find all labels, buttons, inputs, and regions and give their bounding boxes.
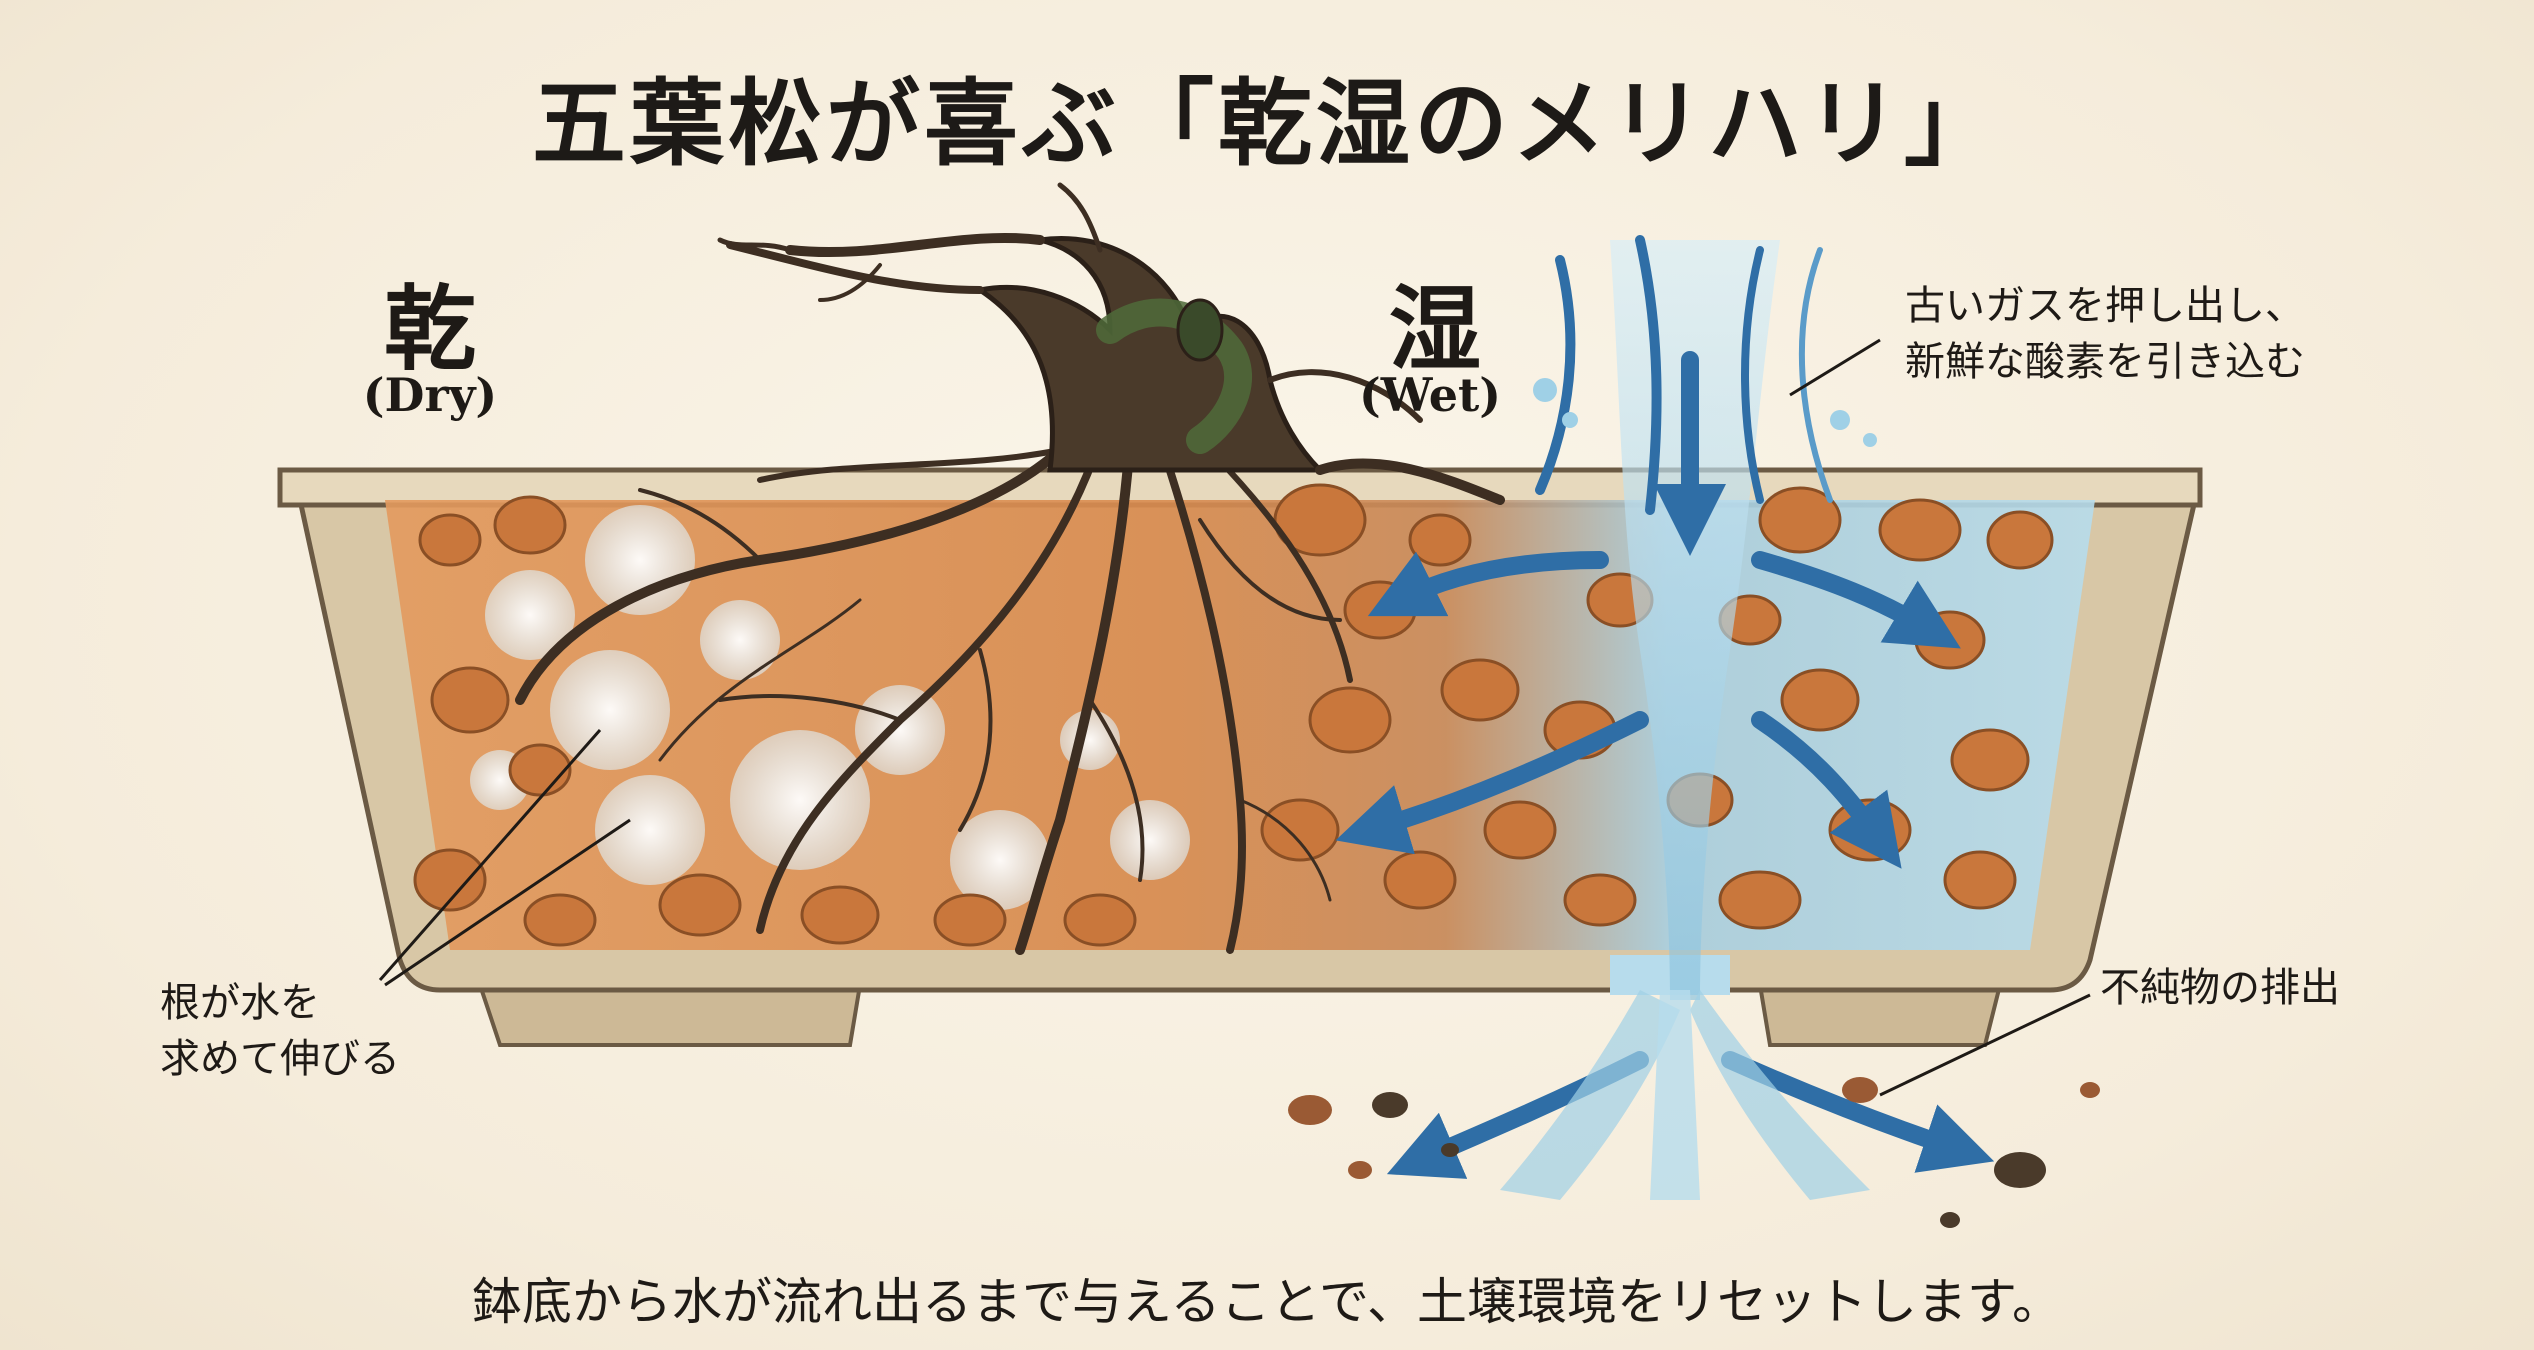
soil-granules [413, 483, 2054, 947]
footer-caption: 鉢底から水が流れ出るまで与えることで、土壌環境をリセットします。 [472, 1273, 2062, 1331]
impurity-particles [1288, 1077, 2100, 1228]
arrow-up-left [1367, 551, 1609, 617]
dry-air-pockets [470, 505, 1190, 910]
gas-note-line-2: 新鮮な酸素を引き込む [1905, 339, 2305, 385]
dry-label-english: (Dry) [362, 368, 498, 422]
flow-arrows [1335, 351, 1995, 1179]
impurities-note: 不純物の排出 [2100, 965, 2340, 1011]
leader-roots-2 [384, 818, 631, 987]
leader-impurities [1879, 993, 2091, 1097]
arrow-up-right [1751, 551, 1961, 649]
leader-gas [1789, 338, 1881, 397]
pot-foot-right [1757, 983, 2003, 1047]
page-title: 五葉松が喜ぶ「乾湿のメリハリ」 [531, 69, 2002, 179]
tree-trunk [973, 236, 1327, 473]
drain-outflow [1500, 990, 1870, 1200]
roots-note-line-1: 根が水を [160, 980, 320, 1026]
gas-note-line-1: 古いガスを押し出し、 [1905, 283, 2305, 329]
dry-label: 乾 [383, 275, 476, 383]
arrow-mid-left [1335, 711, 1649, 855]
water-flow [1533, 235, 1877, 1000]
wet-label-english: (Wet) [1359, 368, 1501, 422]
roots-note: 根が水を 求めて伸びる [160, 975, 400, 1087]
leader-lines [378, 338, 2091, 1097]
wet-label: 湿 [1388, 275, 1481, 383]
leader-roots-1 [378, 729, 602, 981]
arrow-mid-right [1751, 711, 1902, 869]
gas-exchange-note: 古いガスを押し出し、 新鮮な酸素を引き込む [1905, 278, 2305, 390]
roots-note-line-2: 求めて伸びる [160, 1036, 400, 1082]
pot-foot-left [477, 983, 863, 1047]
tree-branches [717, 182, 1505, 505]
